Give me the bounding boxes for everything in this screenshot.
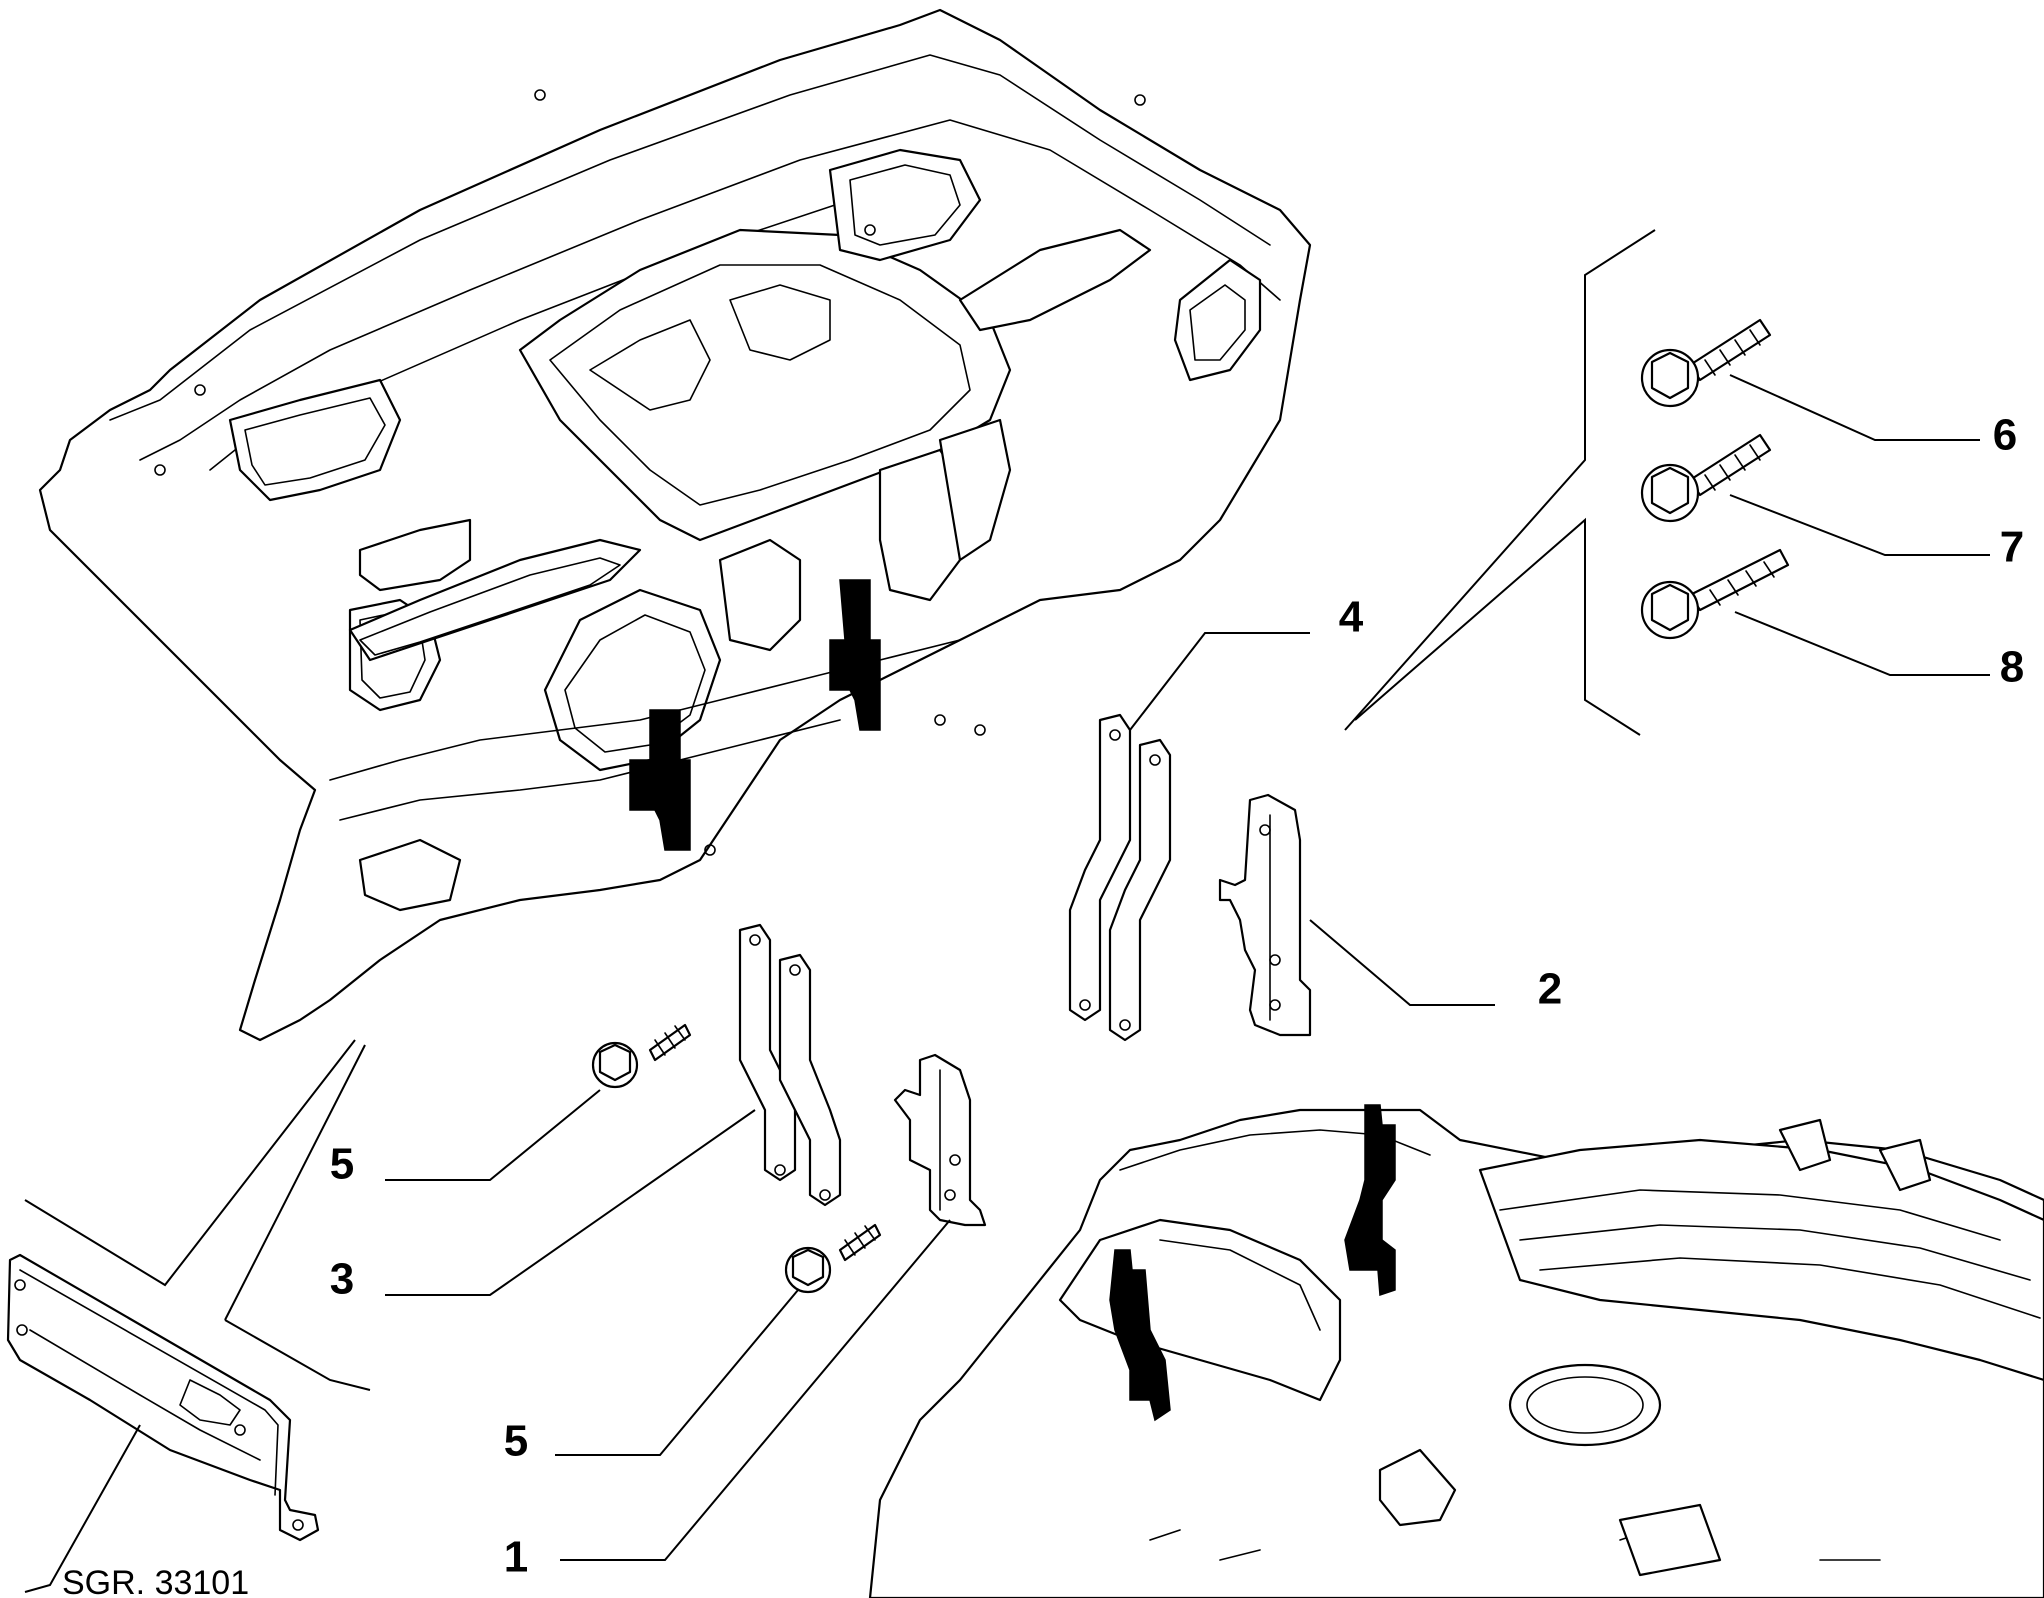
bolt-5-lower bbox=[784, 1223, 882, 1294]
bracket-part-2 bbox=[1218, 793, 1312, 1037]
callout-label-5-upper: 5 bbox=[330, 1140, 354, 1189]
callout-label-2: 2 bbox=[1538, 965, 1562, 1014]
bracket-part-4 bbox=[1068, 713, 1172, 1042]
dashboard-assembly bbox=[38, 8, 1312, 1042]
callout-label-7: 7 bbox=[2000, 523, 2024, 572]
group-bracket-bolts bbox=[1344, 229, 1656, 736]
callout-label-1: 1 bbox=[504, 1533, 528, 1582]
group-bracket-panel bbox=[24, 1039, 371, 1391]
leader-lines bbox=[24, 374, 1990, 1593]
bolt-8 bbox=[1640, 548, 1790, 640]
callout-labels: 6 7 8 4 2 5 3 5 1 bbox=[330, 411, 2024, 1582]
callout-label-3: 3 bbox=[330, 1255, 354, 1304]
bolt-7 bbox=[1640, 433, 1772, 523]
callout-label-8: 8 bbox=[2000, 643, 2024, 692]
callout-label-6: 6 bbox=[1993, 411, 2017, 460]
callout-label-5-lower: 5 bbox=[504, 1417, 528, 1466]
callout-label-4: 4 bbox=[1339, 593, 1364, 642]
floor-tunnel-assembly bbox=[868, 1104, 2044, 1598]
reference-code: SGR. 33101 bbox=[62, 1564, 249, 1598]
bracket-part-1 bbox=[893, 1053, 987, 1227]
side-panel bbox=[6, 1253, 320, 1542]
bolt-5-upper bbox=[591, 1023, 692, 1089]
bracket-part-3 bbox=[738, 923, 842, 1207]
bolt-6 bbox=[1640, 318, 1772, 408]
